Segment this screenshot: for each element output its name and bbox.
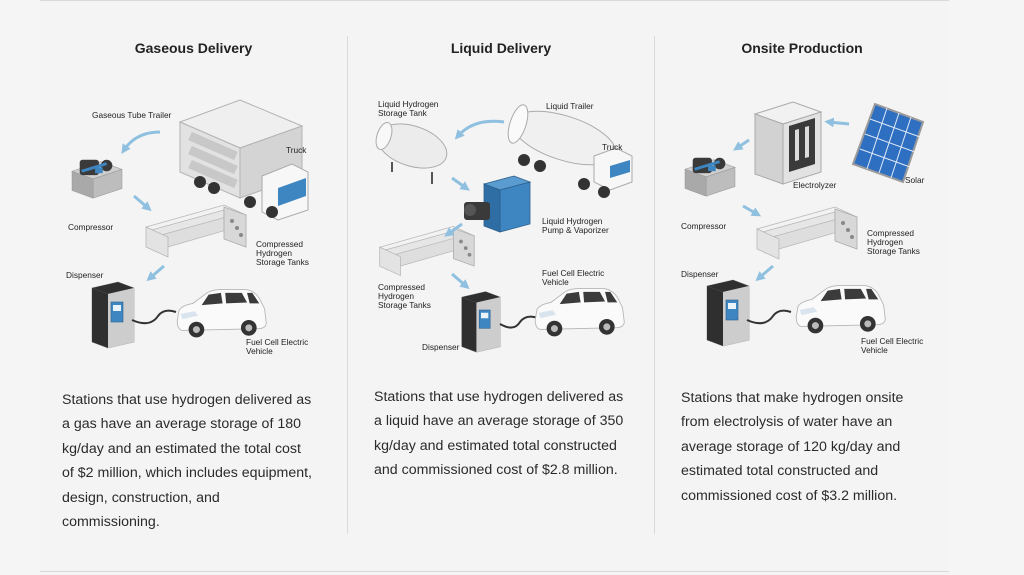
- liquid-hydrogen-storage-tank-icon: [375, 122, 448, 184]
- compressor-icon: [70, 158, 124, 200]
- label-vehicle-line-1: Fuel Cell Electric: [861, 336, 923, 346]
- liquid-delivery-illustration: Liquid Hydrogen Storage Tank Liquid Trai…: [348, 92, 654, 367]
- flow-arrow-icon: [444, 222, 463, 237]
- column-onsite-production: Onsite Production: [655, 0, 949, 575]
- label-vehicle-line-2: Vehicle: [542, 277, 569, 287]
- label-vehicle-line-1: Fuel Cell Electric: [542, 268, 604, 278]
- column-description: Stations that make hydrogen onsite from …: [681, 390, 904, 504]
- label-storage-line-3: Storage Tanks: [378, 300, 431, 310]
- onsite-production-illustration: Electrolyzer Solar Compressor Compressed…: [655, 92, 949, 367]
- label-storage-line-1: Compressed: [867, 228, 914, 238]
- gaseous-delivery-illustration: Gaseous Tube Trailer Truck Compressor Co…: [40, 92, 347, 367]
- column-title: Gaseous Delivery: [134, 40, 253, 56]
- label-storage-line-1: Compressed: [378, 282, 425, 292]
- label-vehicle-line-2: Vehicle: [861, 345, 888, 355]
- storage-tanks-icon: [145, 204, 247, 258]
- flow-arrow-icon: [121, 130, 161, 154]
- column-divider: [347, 36, 348, 534]
- infographic-panel: [40, 0, 949, 575]
- label-truck: Truck: [286, 145, 307, 155]
- column-description: Stations that use hydrogen delivered as …: [62, 392, 312, 531]
- label-tank-line-1: Liquid Hydrogen: [378, 99, 439, 109]
- storage-tanks-icon: [379, 225, 475, 277]
- column-title: Onsite Production: [741, 40, 863, 56]
- label-electrolyzer: Electrolyzer: [793, 180, 837, 190]
- solar-panel-icon: [851, 102, 925, 184]
- bottom-rule: [40, 571, 949, 572]
- dispenser-icon: [706, 279, 750, 347]
- fuel-hose: [131, 309, 177, 325]
- fuel-hose: [499, 315, 539, 329]
- label-vehicle-line-2: Vehicle: [246, 346, 273, 356]
- label-liquid-trailer: Liquid Trailer: [546, 101, 594, 111]
- liquid-trailer-truck-icon: [507, 104, 633, 198]
- column-divider: [654, 36, 655, 534]
- label-dispenser: Dispenser: [422, 342, 460, 352]
- flow-arrow-icon: [146, 264, 165, 282]
- flow-arrow-icon: [824, 117, 850, 128]
- flow-arrow-icon: [451, 272, 470, 290]
- label-storage-line-3: Storage Tanks: [256, 257, 309, 267]
- label-dispenser: Dispenser: [681, 269, 719, 279]
- label-vehicle-line-1: Fuel Cell Electric: [246, 337, 308, 347]
- top-rule: [40, 0, 949, 1]
- flow-arrow-icon: [451, 176, 470, 191]
- fuel-cell-vehicle-icon: [534, 287, 625, 337]
- label-pump-line-1: Liquid Hydrogen: [542, 216, 603, 226]
- label-storage-line-3: Storage Tanks: [867, 246, 920, 256]
- column-description: Stations that use hydrogen delivered as …: [374, 389, 624, 479]
- column-title: Liquid Delivery: [450, 40, 552, 56]
- dispenser-icon: [461, 291, 501, 353]
- label-gaseous-tube-trailer: Gaseous Tube Trailer: [92, 110, 172, 120]
- label-storage-line-1: Compressed: [256, 239, 303, 249]
- label-compressor: Compressor: [68, 222, 113, 232]
- label-solar: Solar: [905, 175, 925, 185]
- fuel-cell-vehicle-icon: [795, 284, 886, 334]
- label-compressor: Compressor: [681, 221, 726, 231]
- label-storage-line-2: Hydrogen: [378, 291, 414, 301]
- label-pump-line-2: Pump & Vaporizer: [542, 225, 609, 235]
- label-storage-line-2: Hydrogen: [256, 248, 292, 258]
- electrolyzer-icon: [753, 101, 823, 185]
- label-tank-line-2: Storage Tank: [378, 108, 428, 118]
- flow-arrow-icon: [755, 264, 774, 282]
- dispenser-icon: [91, 281, 135, 349]
- compressor-icon: [683, 156, 737, 198]
- fuel-hose: [746, 309, 792, 325]
- flow-arrow-icon: [133, 194, 152, 212]
- flow-arrow-icon: [454, 119, 505, 140]
- label-dispenser: Dispenser: [66, 270, 104, 280]
- column-liquid-delivery: Liquid Delivery: [348, 0, 654, 575]
- fuel-cell-vehicle-icon: [176, 288, 267, 338]
- flow-arrow-icon: [733, 138, 750, 151]
- gaseous-tube-trailer-truck-icon: [178, 99, 309, 221]
- column-gaseous-delivery: Gaseous Delivery: [40, 0, 347, 575]
- flow-arrow-icon: [742, 204, 762, 217]
- storage-tanks-icon: [756, 206, 858, 260]
- label-truck: Truck: [602, 142, 623, 152]
- label-storage-line-2: Hydrogen: [867, 237, 903, 247]
- pump-vaporizer-icon: [464, 175, 532, 233]
